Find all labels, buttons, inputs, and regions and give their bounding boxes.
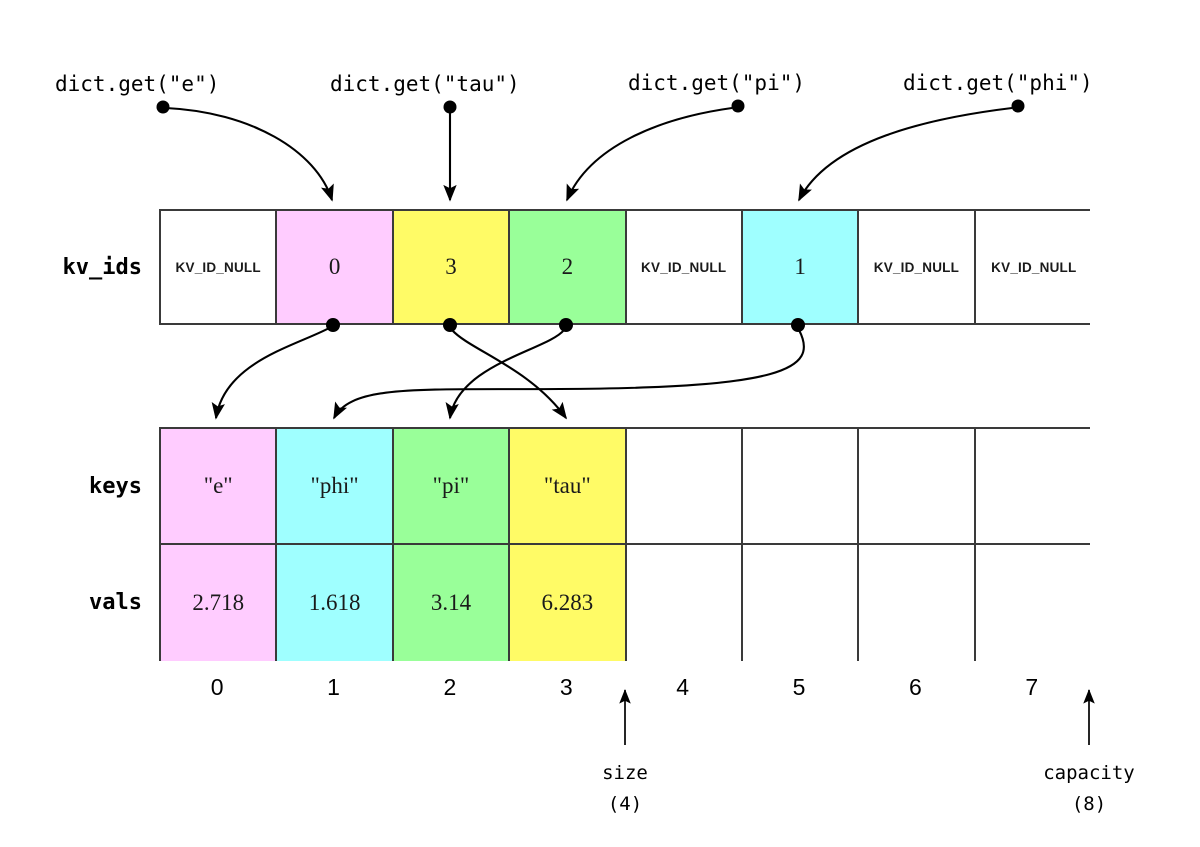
capacity-marker-label: capacity — [1043, 762, 1135, 784]
index-label-4: 4 — [676, 674, 690, 700]
call-dot-phi — [1011, 99, 1025, 113]
kv-ids-cell-6: KV_ID_NULL — [859, 211, 976, 323]
capacity-marker-value: (8) — [1071, 793, 1107, 815]
call-dot-pi — [731, 99, 745, 113]
call-arrow-pi — [566, 99, 745, 202]
vals-cell-2: 3.14 — [393, 545, 511, 661]
link-arrow-slot1-to-key0 — [211, 318, 340, 420]
vals-cell-3: 6.283 — [510, 545, 627, 661]
call-arrow-tau — [443, 100, 457, 202]
index-label-5: 5 — [792, 674, 806, 700]
kv-ids-cell-4: KV_ID_NULL — [626, 211, 743, 323]
keys-cell-1: "phi" — [277, 429, 394, 543]
keys-row: "e""phi""pi""tau" — [161, 429, 1092, 545]
index-label-6: 6 — [909, 674, 922, 700]
keys-cell-7 — [975, 429, 1092, 543]
vals-cell-5 — [742, 545, 860, 661]
link-arrow-slot2-to-key3 — [443, 318, 567, 420]
call-label-pi: dict.get("pi") — [628, 71, 806, 95]
vals-cell-7 — [975, 545, 1092, 661]
call-arrow-phi — [798, 99, 1025, 202]
keys-cell-5 — [742, 429, 860, 543]
size-marker-label: size — [602, 762, 648, 784]
keys-cell-0: "e" — [161, 429, 278, 543]
keys-cell-3: "tau" — [510, 429, 627, 543]
kv-ids-cell-3: 2 — [510, 211, 627, 323]
vals-cell-0: 2.718 — [161, 545, 278, 661]
kv-ids-cell-5: 1 — [742, 211, 860, 323]
vals-cell-1: 1.618 — [277, 545, 394, 661]
call-arrow-e — [156, 100, 334, 202]
row-label-kv-ids: kv_ids — [62, 255, 142, 280]
kv-ids-cell-2: 3 — [393, 211, 511, 323]
index-label-0: 0 — [210, 674, 224, 700]
call-label-phi: dict.get("phi") — [903, 71, 1093, 95]
index-label-2: 2 — [443, 674, 457, 700]
kv-ids-cell-0: KV_ID_NULL — [161, 211, 278, 323]
index-label-7: 7 — [1025, 674, 1039, 700]
row-label-keys: keys — [89, 474, 142, 499]
link-arrow-slot5-to-key1 — [333, 318, 805, 420]
call-label-e: dict.get("e") — [55, 72, 220, 96]
link-arrow-slot3-to-key2 — [445, 318, 573, 420]
vals-cell-4 — [626, 545, 743, 661]
row-label-vals: vals — [89, 590, 142, 615]
vals-cell-6 — [859, 545, 976, 661]
keys-cell-4 — [626, 429, 743, 543]
kv-ids-cell-1: 0 — [277, 211, 394, 323]
call-dot-tau — [443, 100, 457, 114]
size-marker-value: (4) — [607, 793, 643, 815]
index-label-1: 1 — [327, 674, 340, 700]
call-dot-e — [156, 100, 170, 114]
keys-cell-6 — [859, 429, 976, 543]
call-label-tau: dict.get("tau") — [330, 72, 520, 96]
keys-cell-2: "pi" — [393, 429, 511, 543]
index-label-3: 3 — [559, 674, 573, 700]
kv-ids-cell-7: KV_ID_NULL — [975, 211, 1092, 323]
